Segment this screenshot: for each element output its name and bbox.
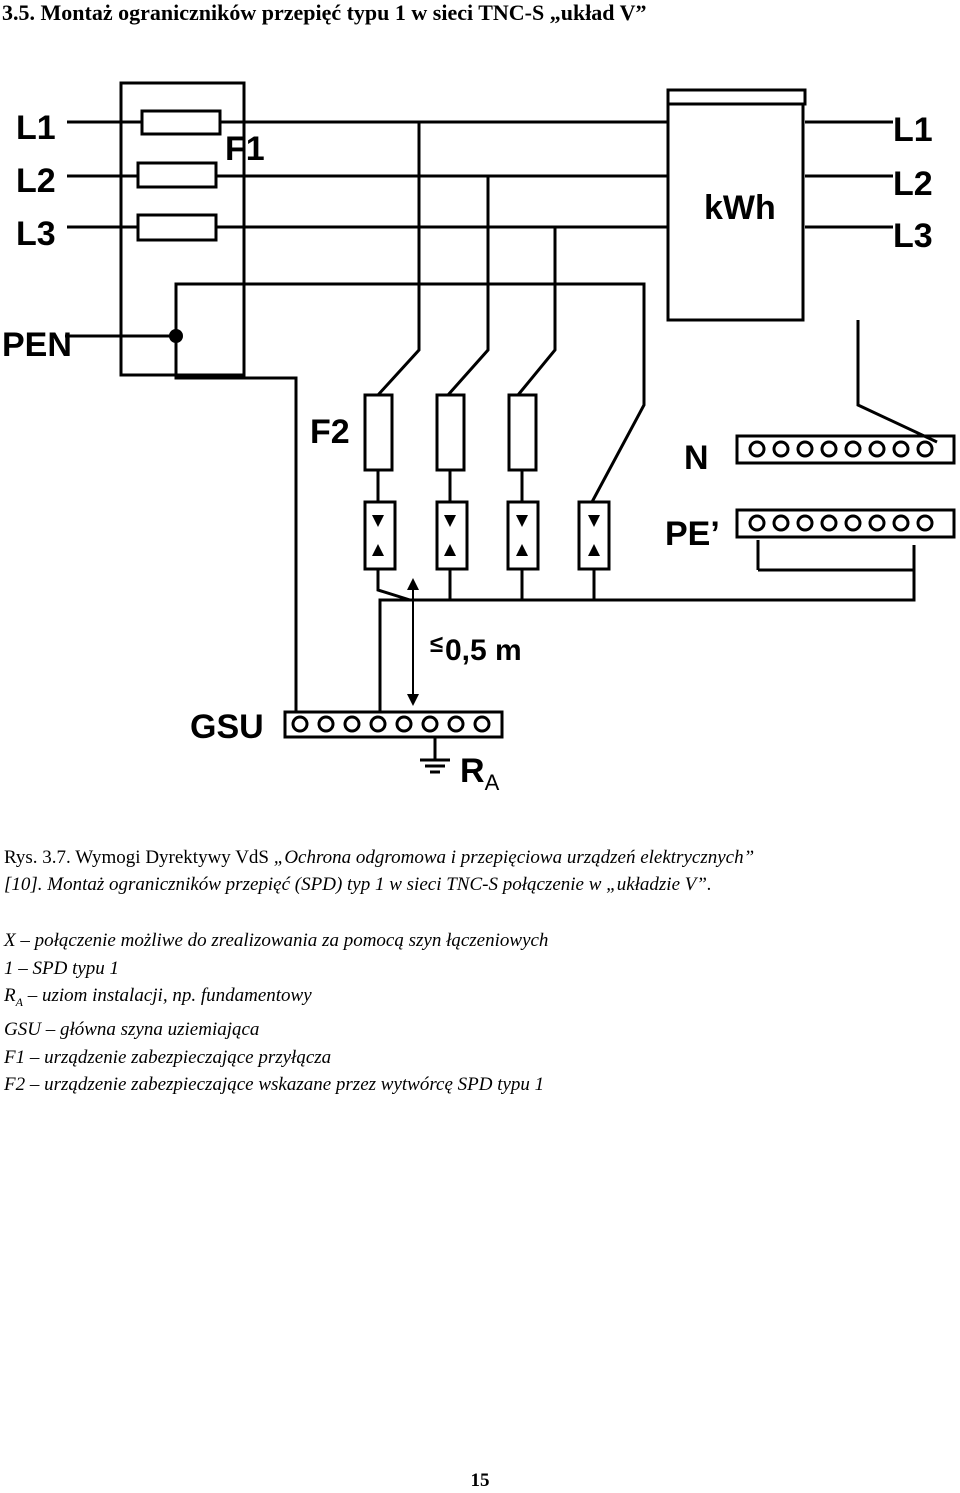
- caption-title-line1: „Ochrona odgromowa i przepięciowa urządz…: [273, 847, 755, 868]
- label-pe: PE’: [665, 515, 720, 553]
- label-l3-in: L3: [16, 215, 56, 253]
- pen-junction: [169, 329, 183, 343]
- label-pen: PEN: [2, 326, 72, 364]
- page-number: 15: [470, 1470, 490, 1491]
- label-n: N: [684, 439, 709, 477]
- label-kwh: kWh: [704, 189, 776, 227]
- legend-item-x: X – połączenie możliwe do zrealizowania …: [4, 930, 549, 951]
- label-distance: 0,5 m: [445, 634, 522, 667]
- caption-title-line2: [10]. Montaż ograniczników przepięć (SPD…: [4, 874, 712, 895]
- spd-1: [363, 500, 397, 571]
- f2-fuse-l1: [363, 393, 394, 472]
- label-f2: F2: [310, 413, 350, 451]
- caption-prefix: Rys. 3.7. Wymogi Dyrektywy VdS: [4, 847, 274, 868]
- kwh-meter-top: [666, 88, 807, 106]
- f1-fuse-l1: [140, 109, 222, 136]
- section-heading: 3.5. Montaż ograniczników przepięć typu …: [2, 0, 647, 25]
- gsu-busbar: [283, 710, 504, 739]
- f1-fuse-l3: [136, 213, 218, 242]
- label-ra: RA: [460, 752, 500, 795]
- f2-fuse-l2: [435, 393, 466, 472]
- legend-item-ra: RA – uziom instalacji, np. fundamentowy: [4, 985, 312, 1009]
- legend-item-f2: F2 – urządzenie zabezpieczające wskazane…: [4, 1074, 545, 1096]
- spd-4: [577, 500, 611, 571]
- label-l1-out: L1: [893, 111, 933, 149]
- label-l2-out: L2: [893, 165, 933, 203]
- label-gsu: GSU: [190, 708, 264, 746]
- n-busbar: [735, 434, 956, 465]
- tnc-s-spd-wiring-diagram: L1 L2 L3 L1 L2 L3 PEN F1 kWh F2 N PE’ GS…: [2, 81, 956, 795]
- f1-fuse-l2: [136, 161, 218, 189]
- f2-fuse-l3: [507, 393, 538, 472]
- legend-item-gsu: GSU – główna szyna uziemiająca: [4, 1019, 260, 1041]
- legend-item-f1: F1 – urządzenie zabezpieczające przyłącz…: [4, 1046, 332, 1068]
- label-f1: F1: [225, 130, 265, 168]
- pe-busbar: [735, 508, 956, 539]
- figure-caption: Rys. 3.7. Wymogi Dyrektywy VdS „Ochrona …: [4, 844, 954, 898]
- figure-legend: X – połączenie możliwe do zrealizowania …: [4, 927, 954, 1099]
- label-l3-out: L3: [893, 217, 933, 255]
- label-l1-in: L1: [16, 109, 56, 147]
- label-le-sign: ≤: [430, 631, 443, 658]
- legend-item-spd: 1 – SPD typu 1: [4, 957, 120, 979]
- f1-enclosure: [119, 81, 246, 377]
- spd-2: [435, 500, 469, 571]
- label-l2-in: L2: [16, 162, 56, 200]
- spd-3: [506, 500, 540, 571]
